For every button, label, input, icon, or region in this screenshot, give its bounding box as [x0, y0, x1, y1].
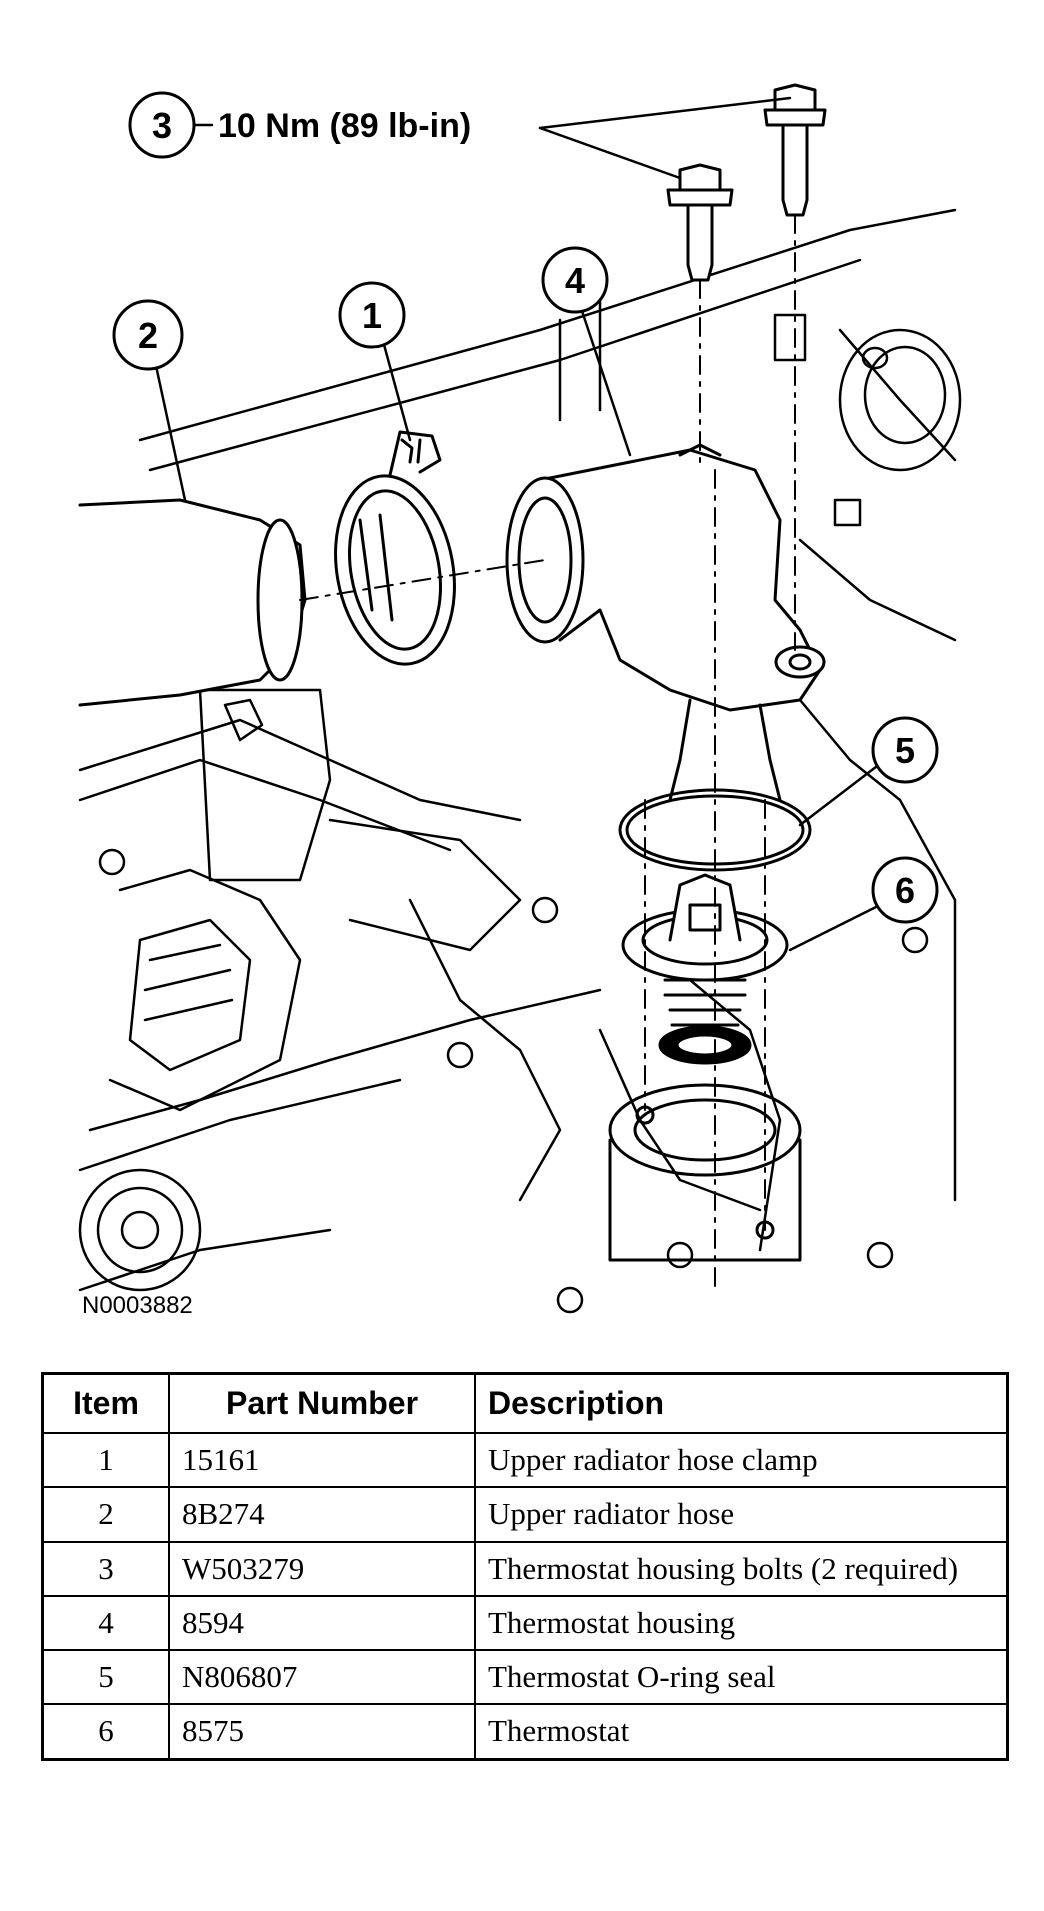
- thermostat-housing: [505, 443, 826, 802]
- row-item: 3: [41, 1540, 170, 1597]
- header-part-number: Part Number: [168, 1372, 476, 1434]
- hose-clamp: [334, 430, 456, 666]
- callout-2: 2: [112, 299, 184, 371]
- table-row: 1 15161 Upper radiator hose clamp: [41, 1431, 1009, 1489]
- svg-text:5: 5: [895, 730, 915, 771]
- callout-4: 4: [541, 246, 609, 314]
- row-part-number: W503279: [168, 1540, 476, 1597]
- row-item: 1: [41, 1431, 170, 1489]
- thermostat-exploded-diagram: 3 10 Nm (89 lb-in) 2 1 4 5 6 N0003882: [78, 83, 962, 1319]
- thermostat-seat: [608, 1083, 802, 1262]
- callout-1: 1: [338, 281, 406, 349]
- thermostat-housing-bolt-right: [763, 83, 827, 217]
- table-row: 3 W503279 Thermostat housing bolts (2 re…: [41, 1540, 1009, 1597]
- row-description: Thermostat housing bolts (2 required): [474, 1540, 1009, 1597]
- callout-3: 3: [128, 91, 196, 159]
- row-description: Upper radiator hose: [474, 1486, 1009, 1543]
- row-item: 5: [41, 1649, 170, 1706]
- header-item: Item: [41, 1372, 170, 1434]
- callout-5: 5: [871, 716, 939, 784]
- table-row: 2 8B274 Upper radiator hose: [41, 1486, 1009, 1543]
- row-description: Upper radiator hose clamp: [474, 1431, 1009, 1489]
- row-part-number: 8594: [168, 1594, 476, 1652]
- svg-text:2: 2: [138, 315, 158, 356]
- parts-table: Item Part Number Description 1 15161 Upp…: [41, 1372, 1009, 1761]
- row-part-number: 8B274: [168, 1486, 476, 1543]
- svg-text:6: 6: [895, 870, 915, 911]
- callout-6: 6: [871, 856, 939, 924]
- engine-background: [78, 208, 962, 1314]
- row-description: Thermostat housing: [474, 1594, 1009, 1652]
- row-item: 4: [41, 1594, 170, 1652]
- row-part-number: 15161: [168, 1431, 476, 1489]
- table-row: 6 8575 Thermostat: [41, 1703, 1009, 1761]
- svg-text:4: 4: [565, 260, 585, 301]
- table-header-row: Item Part Number Description: [41, 1372, 1009, 1434]
- row-part-number: 8575: [168, 1703, 476, 1761]
- thermostat-housing-bolt-left: [666, 163, 734, 282]
- row-item: 6: [41, 1703, 170, 1761]
- torque-spec-label: 10 Nm (89 lb-in): [218, 107, 471, 145]
- leader-lines: [148, 96, 887, 952]
- table-row: 4 8594 Thermostat housing: [41, 1594, 1009, 1652]
- row-part-number: N806807: [168, 1649, 476, 1706]
- row-item: 2: [41, 1486, 170, 1543]
- table-row: 5 N806807 Thermostat O-ring seal: [41, 1649, 1009, 1706]
- svg-text:1: 1: [362, 295, 382, 336]
- figure-id: N0003882: [82, 1292, 193, 1319]
- assembly-centerlines: [299, 214, 796, 1291]
- thermostat: [621, 873, 789, 1065]
- svg-text:3: 3: [152, 105, 172, 146]
- row-description: Thermostat O-ring seal: [474, 1649, 1009, 1706]
- header-description: Description: [474, 1372, 1009, 1434]
- row-description: Thermostat: [474, 1703, 1009, 1761]
- upper-radiator-hose: [78, 498, 307, 707]
